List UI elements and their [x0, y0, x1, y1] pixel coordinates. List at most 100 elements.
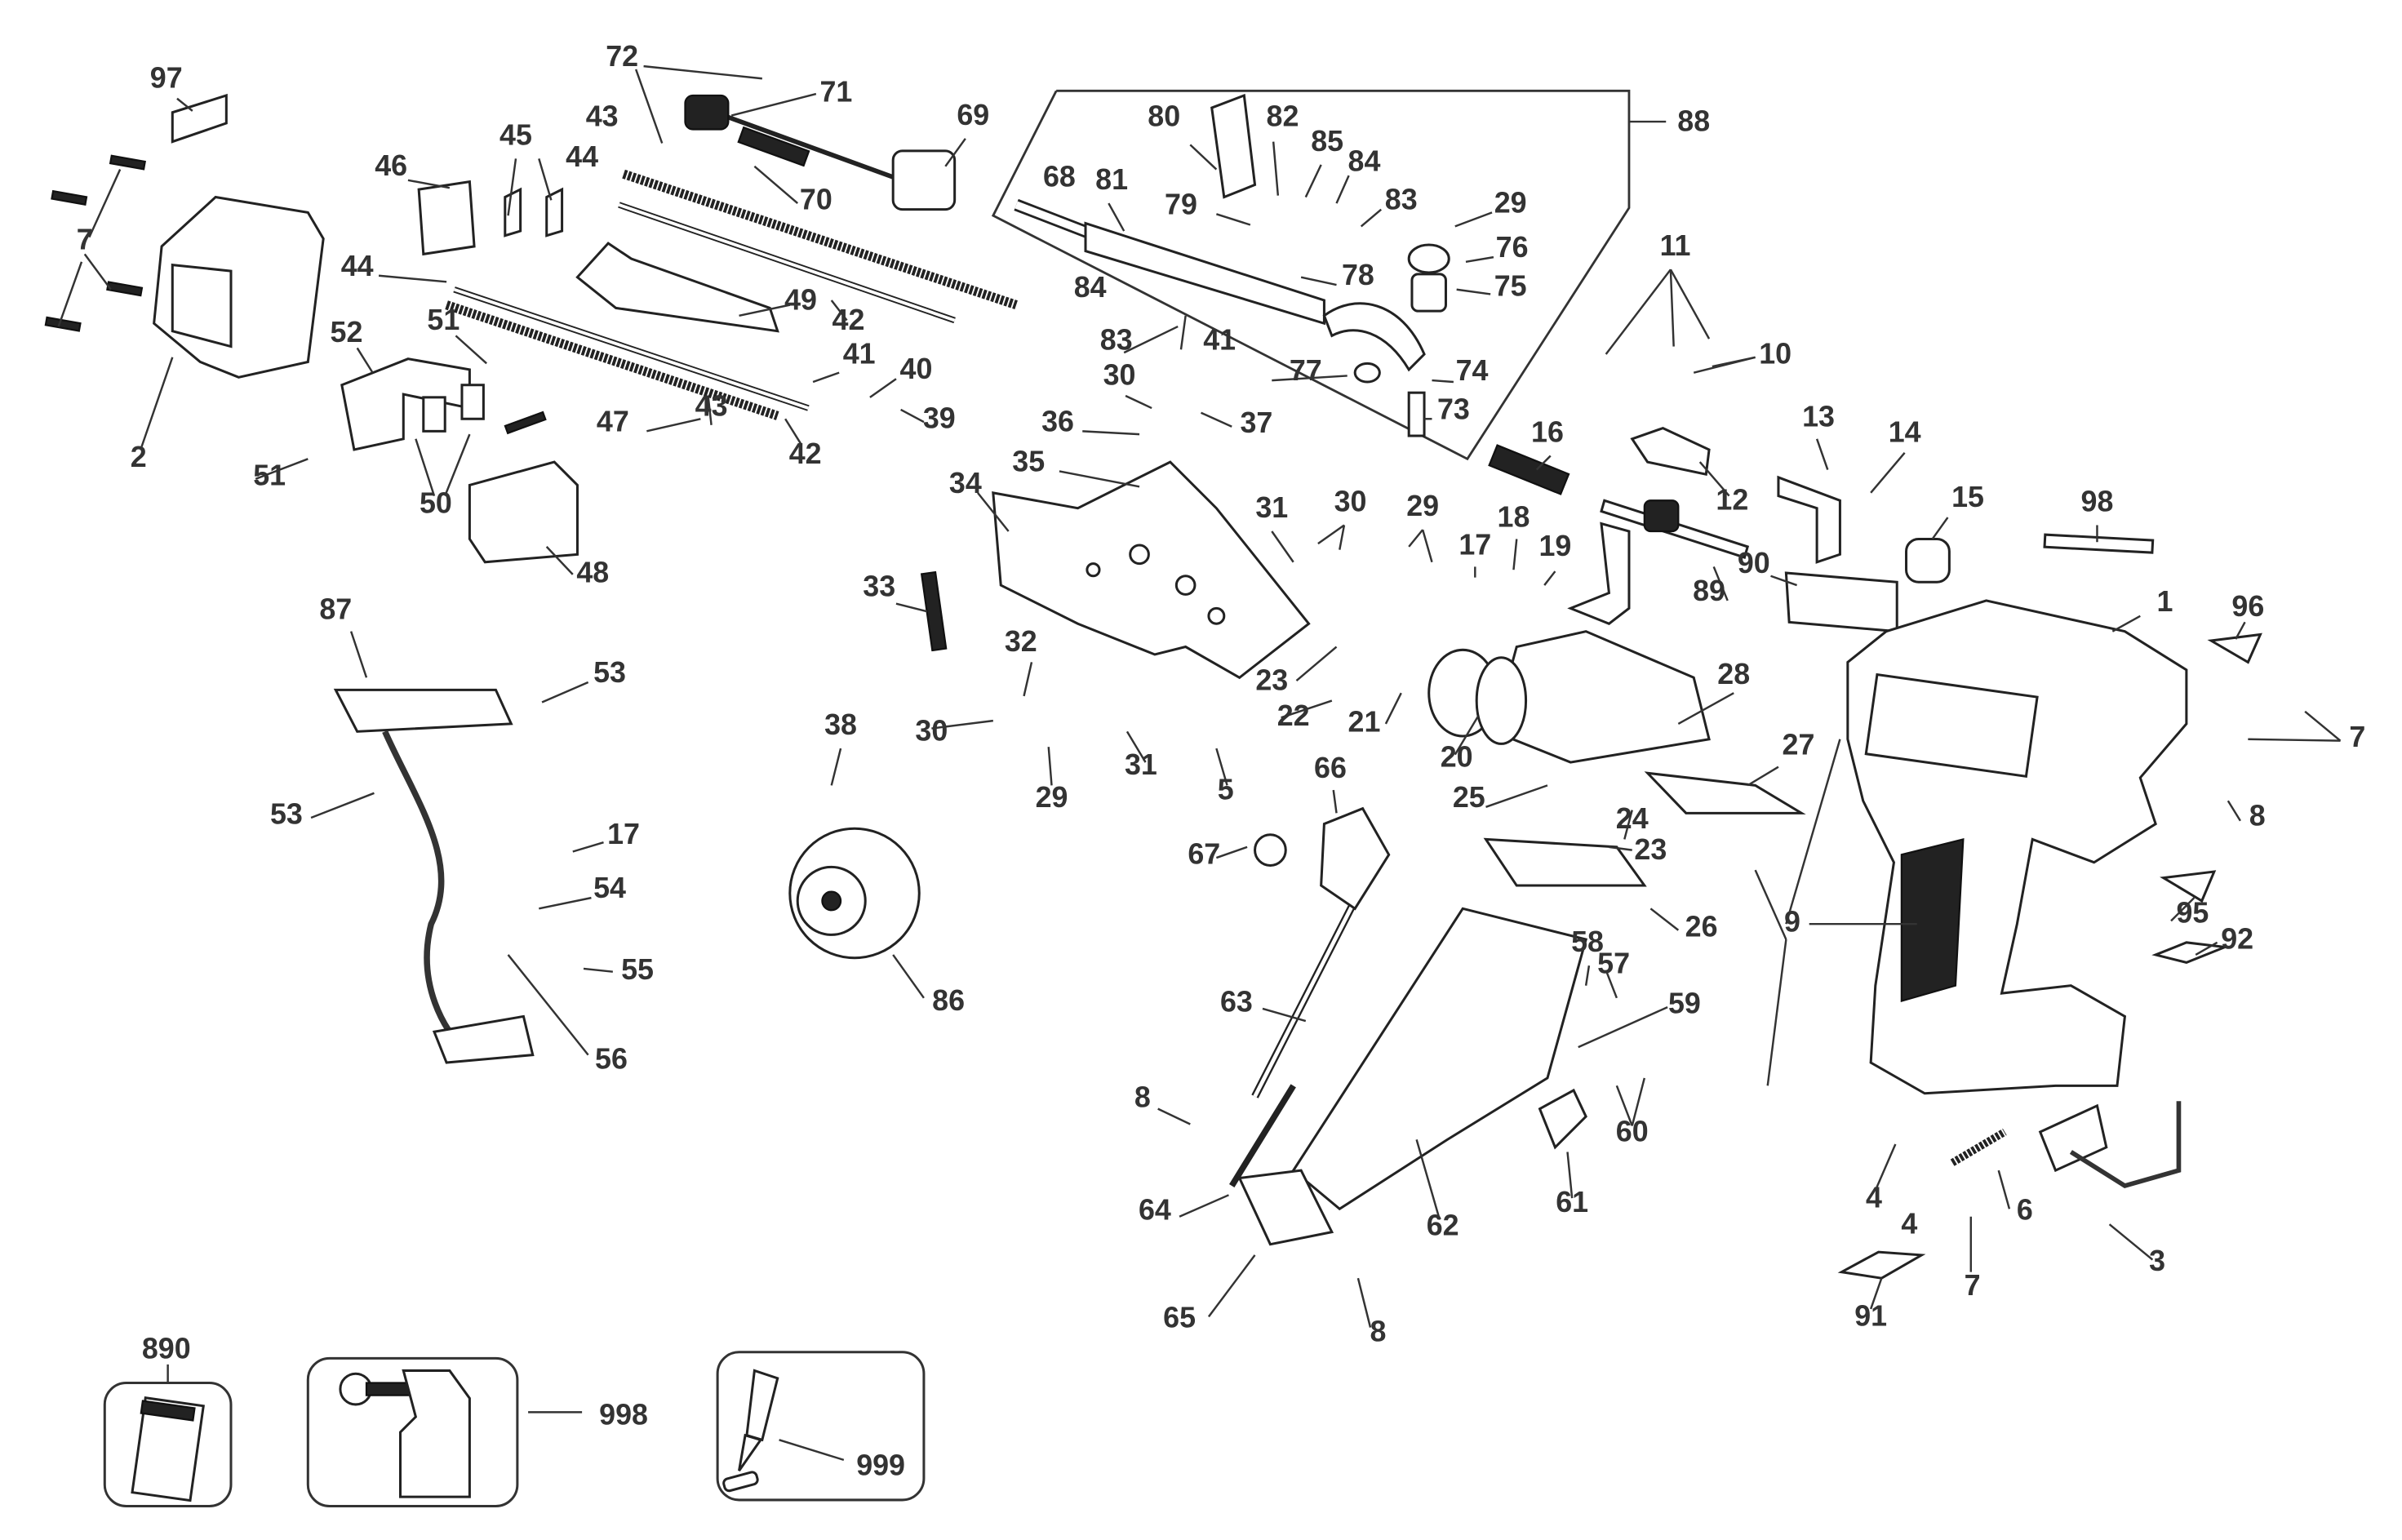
- leader-line: [1059, 470, 1140, 488]
- leader-line: [2235, 621, 2246, 640]
- leader-line: [1869, 1277, 1883, 1310]
- callout-label: 64: [1139, 1194, 1171, 1227]
- leader-line: [1535, 455, 1552, 471]
- leader-line: [1815, 438, 1829, 470]
- leader-line: [1082, 430, 1140, 436]
- callout-label: 33: [863, 570, 895, 602]
- leader-line: [1677, 692, 1734, 725]
- callout-label: 83: [1385, 184, 1418, 216]
- leader-line: [1454, 211, 1493, 228]
- leader-line: [1179, 1194, 1229, 1218]
- callout-label: 48: [576, 556, 609, 588]
- leader-line: [1512, 539, 1518, 570]
- callout-label: 82: [1267, 100, 1299, 133]
- leader-line: [1295, 646, 1338, 681]
- leader-line: [1272, 375, 1348, 382]
- callout-label: 53: [270, 798, 303, 831]
- leader-line: [1317, 524, 1345, 545]
- callout-label: 70: [800, 184, 832, 216]
- leader-line: [583, 967, 613, 973]
- leader-line: [944, 138, 966, 167]
- callout-label: 20: [1441, 741, 1473, 774]
- leader-line: [1415, 1139, 1441, 1220]
- leader-line: [784, 418, 802, 445]
- callout-label: 60: [1616, 1115, 1649, 1147]
- callout-label: 49: [784, 283, 817, 316]
- leader-line: [1605, 269, 1672, 355]
- callout-label: 12: [1716, 484, 1748, 517]
- callout-label: 35: [1012, 445, 1045, 477]
- leader-line: [976, 492, 1010, 532]
- callout-label: 86: [932, 984, 965, 1017]
- leader-line: [707, 397, 713, 425]
- inset-999: [716, 1351, 926, 1502]
- callout-label: 40: [900, 353, 933, 385]
- leader-line: [1566, 1152, 1574, 1199]
- leader-line: [830, 300, 848, 322]
- leader-line: [310, 792, 375, 819]
- callout-leaders: [57, 64, 2342, 1328]
- callout-label: 3: [2149, 1245, 2165, 1277]
- leader-line: [1421, 529, 1433, 563]
- callout-label: 74: [1456, 354, 1489, 387]
- leader-line: [1770, 575, 1797, 587]
- callout-label: 67: [1188, 838, 1220, 871]
- callout-label: 8: [1370, 1316, 1386, 1348]
- callout-label: 37: [1240, 406, 1272, 439]
- callout-label: 58: [1571, 925, 1604, 958]
- callout-label: 79: [1165, 188, 1197, 220]
- callout-label: 85: [1311, 125, 1343, 158]
- leader-line: [1623, 810, 1633, 840]
- callout-label: 97: [150, 62, 183, 95]
- leader-line: [538, 158, 553, 201]
- callout-label: 91: [1854, 1300, 1887, 1333]
- callout-label: 68: [1043, 160, 1076, 193]
- leader-line: [1281, 699, 1333, 719]
- leader-line: [507, 158, 517, 216]
- leader-line: [539, 896, 592, 910]
- callout-label: 31: [1255, 491, 1288, 524]
- leader-line: [1609, 845, 1632, 851]
- callout-label: 13: [1802, 401, 1835, 433]
- leader-line: [892, 954, 925, 999]
- leader-line: [1669, 269, 1675, 347]
- leader-line: [1200, 411, 1232, 428]
- leader-line: [255, 458, 309, 481]
- leader-line: [1262, 1007, 1307, 1023]
- inset-label-998: 998: [599, 1398, 648, 1431]
- callout-label: 4: [1866, 1181, 1882, 1214]
- leader-line: [1125, 394, 1152, 410]
- leader-line: [931, 719, 993, 730]
- callout-label: 5: [1218, 773, 1234, 806]
- leader-line: [545, 546, 574, 575]
- leader-line: [455, 335, 487, 365]
- callout-label: 7: [77, 224, 93, 256]
- callout-label: 17: [607, 818, 640, 850]
- leader-line: [415, 438, 436, 496]
- callout-label: 28: [1717, 658, 1750, 690]
- callout-label: 45: [499, 118, 532, 151]
- callout-label: 65: [1163, 1302, 1196, 1334]
- leader-line: [1339, 525, 1346, 550]
- callout-label: 32: [1005, 625, 1037, 658]
- callout-label: 41: [843, 337, 876, 370]
- inset-label-999: 999: [856, 1449, 905, 1482]
- leader-line: [2170, 897, 2196, 922]
- callout-label: 88: [1677, 104, 1710, 137]
- callout-label: 51: [427, 304, 460, 336]
- callout-label: 8: [2249, 799, 2266, 832]
- leader-line: [1300, 276, 1337, 286]
- callout-label: 52: [331, 316, 363, 348]
- leader-line: [356, 347, 374, 374]
- leader-line: [1207, 1254, 1256, 1318]
- assembly-88-frame: [991, 89, 1631, 461]
- leader-line: [572, 841, 604, 853]
- leader-line: [1698, 461, 1730, 497]
- leader-line: [1189, 144, 1218, 171]
- leader-line: [1931, 517, 1949, 540]
- callout-label: 77: [1290, 354, 1322, 387]
- leader-line: [730, 92, 817, 117]
- leader-line: [1123, 325, 1179, 354]
- leader-line: [1360, 208, 1383, 228]
